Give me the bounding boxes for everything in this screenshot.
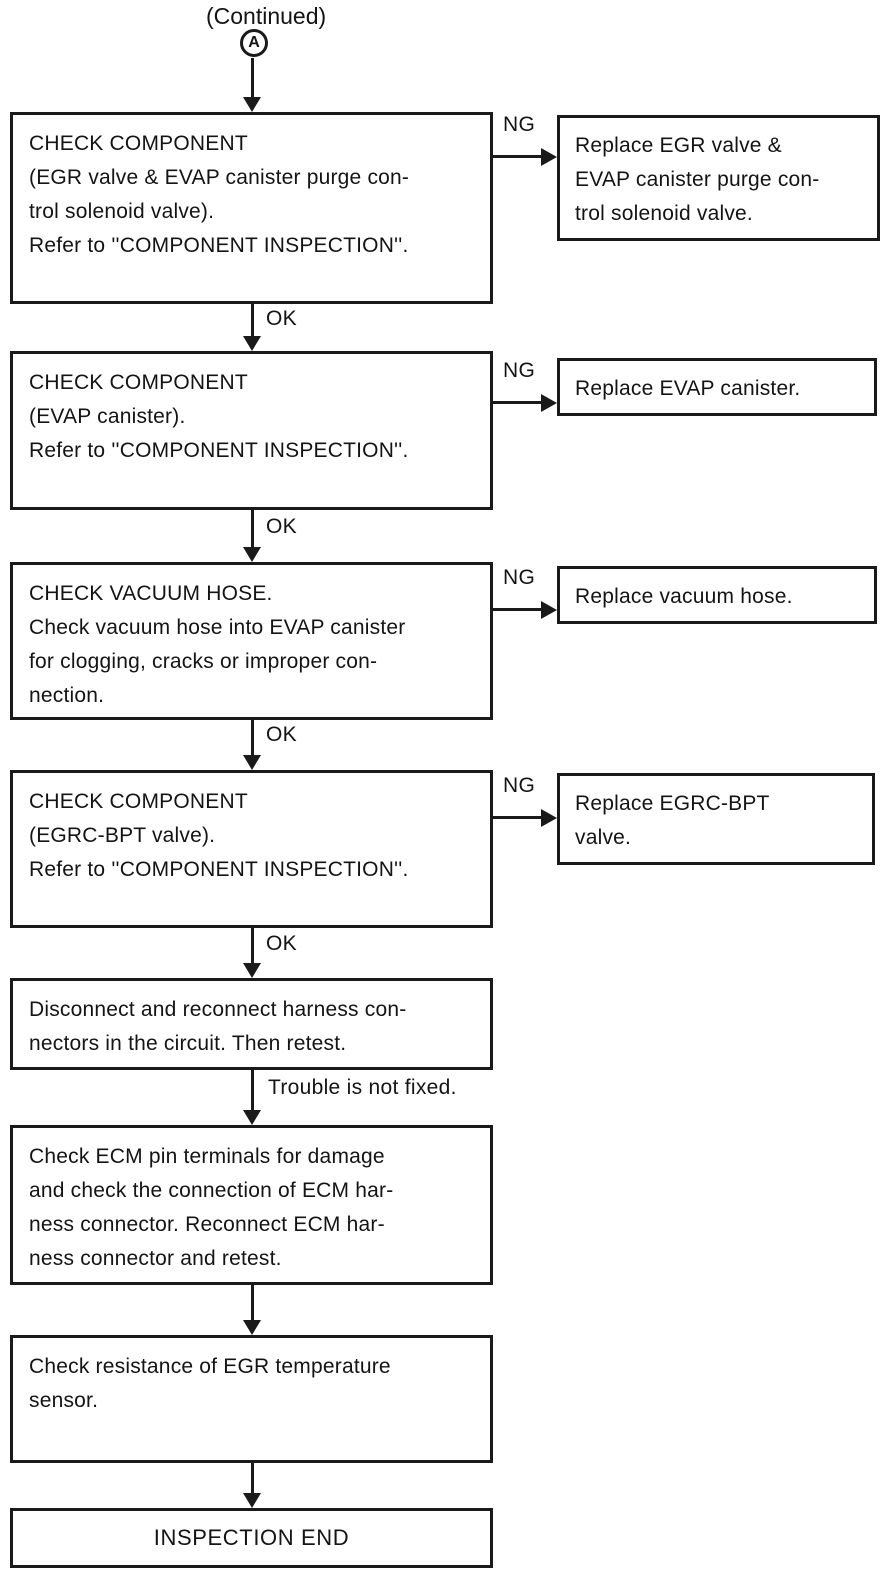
step-text-line: CHECK COMPONENT [29,371,248,394]
step-text-line: ness connector and retest. [29,1247,282,1270]
step-text-line: Check vacuum hose into EVAP canister [29,616,406,639]
arrow-right-icon [541,601,557,619]
step-box-check-vacuum-hose: CHECK VACUUM HOSE. Check vacuum hose int… [10,562,493,720]
flow-line-down [251,304,254,339]
step-text-line: nectors in the circuit. Then retest. [29,1032,347,1055]
step-text-line: nection. [29,684,105,707]
flow-line-down [251,928,254,966]
flow-label-ok: OK [266,723,297,746]
step-text-line: Check ECM pin terminals for damage [29,1145,385,1168]
flow-label-ok: OK [266,307,297,330]
result-text-line: valve. [575,826,632,849]
result-text-line: Replace EVAP canister. [575,377,801,400]
step-box-check-ecm-pins: Check ECM pin terminals for damage and c… [10,1125,493,1285]
step-text-line: for clogging, cracks or improper con- [29,650,378,673]
flow-line-down [251,58,254,100]
branch-label-ng: NG [503,113,536,136]
flow-line-right [493,816,541,819]
step-box-check-evap-canister: CHECK COMPONENT (EVAP canister). Refer t… [10,351,493,510]
step-text-line: Disconnect and reconnect harness con- [29,998,407,1021]
flow-label-ok: OK [266,932,297,955]
result-text-line: Replace EGR valve & [575,134,782,157]
step-box-check-egr-temp-sensor: Check resistance of EGR temperature sens… [10,1335,493,1463]
end-text: INSPECTION END [153,1525,350,1550]
arrow-right-icon [541,809,557,827]
step-text-line: trol solenoid valve). [29,200,215,223]
connector-a-icon: A [240,29,268,57]
arrow-right-icon [541,148,557,166]
result-text-line: Replace vacuum hose. [575,585,793,608]
result-text-line: EVAP canister purge con- [575,168,820,191]
step-text-line: CHECK VACUUM HOSE. [29,582,273,605]
step-text-line: Check resistance of EGR temperature [29,1355,391,1378]
step-text-line: (EVAP canister). [29,405,186,428]
flow-label-ok: OK [266,515,297,538]
arrow-down-icon [243,336,261,351]
branch-label-ng: NG [503,359,536,382]
arrow-down-icon [243,755,261,770]
flow-line-down [251,510,254,550]
flow-line-right [493,155,541,158]
arrow-down-icon [243,963,261,978]
branch-label-ng: NG [503,774,536,797]
step-text-line: Refer to ''COMPONENT INSPECTION''. [29,439,409,462]
result-box-replace-egr-evap-solenoid: Replace EGR valve & EVAP canister purge … [557,115,880,241]
arrow-down-icon [243,1493,261,1508]
flow-line-down [251,1285,254,1323]
result-box-replace-evap-canister: Replace EVAP canister. [557,358,877,416]
arrow-down-icon [243,547,261,562]
step-text-line: ness connector. Reconnect ECM har- [29,1213,385,1236]
step-box-reconnect-harness: Disconnect and reconnect harness con- ne… [10,978,493,1070]
result-text-line: trol solenoid valve. [575,202,753,225]
flow-line-down [251,1463,254,1496]
step-text-line: CHECK COMPONENT [29,132,248,155]
flow-line-down [251,1070,254,1113]
branch-label-ng: NG [503,566,536,589]
end-box-inspection-end: INSPECTION END [10,1508,493,1568]
arrow-down-icon [243,97,261,112]
step-text-line: CHECK COMPONENT [29,790,248,813]
step-text-line: (EGR valve & EVAP canister purge con- [29,166,410,189]
result-text-line: Replace EGRC-BPT [575,792,770,815]
continued-label: (Continued) [206,3,327,29]
step-text-line: sensor. [29,1389,99,1412]
step-text-line: Refer to ''COMPONENT INSPECTION''. [29,234,409,257]
flow-line-right [493,608,541,611]
step-text-line: and check the connection of ECM har- [29,1179,394,1202]
flow-label-trouble-not-fixed: Trouble is not fixed. [268,1076,457,1099]
flow-line-down [251,720,254,758]
step-text-line: Refer to ''COMPONENT INSPECTION''. [29,858,409,881]
step-text-line: (EGRC-BPT valve). [29,824,216,847]
arrow-right-icon [541,394,557,412]
step-box-check-egr-evap-solenoid: CHECK COMPONENT (EGR valve & EVAP canist… [10,112,493,304]
arrow-down-icon [243,1320,261,1335]
result-box-replace-egrc-bpt-valve: Replace EGRC-BPT valve. [557,773,875,865]
flow-line-right [493,401,541,404]
arrow-down-icon [243,1110,261,1125]
step-box-check-egrc-bpt-valve: CHECK COMPONENT (EGRC-BPT valve). Refer … [10,770,493,928]
result-box-replace-vacuum-hose: Replace vacuum hose. [557,566,877,624]
